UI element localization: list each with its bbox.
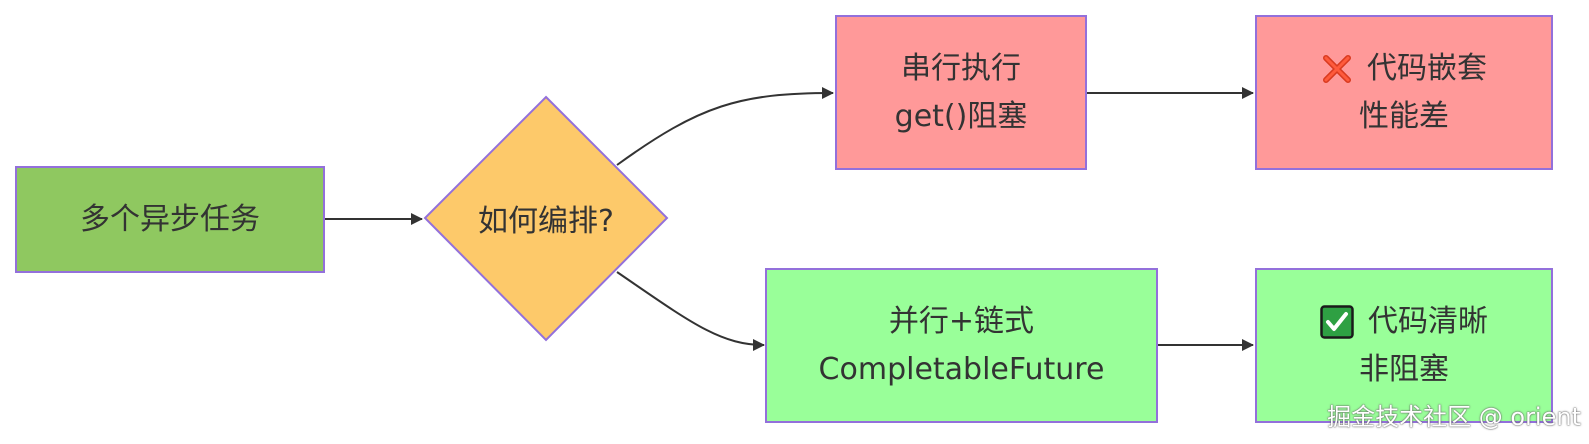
node-serial-execution: 串行执行 get()阻塞 xyxy=(835,15,1087,170)
node-label-line1: 代码嵌套 xyxy=(1367,50,1487,86)
node-label-line1: 代码清晰 xyxy=(1368,303,1488,339)
watermark: 掘金技术社区 @ orient xyxy=(1327,403,1581,431)
node-good-outcome: 代码清晰 非阻塞 xyxy=(1255,268,1553,423)
node-label-line2: 性能差 xyxy=(1359,98,1449,134)
edge-decision-to-serial xyxy=(616,87,834,166)
node-label-line1: 串行执行 xyxy=(901,50,1021,86)
node-parallel-chaining: 并行+链式 CompletableFuture xyxy=(765,268,1158,423)
decision-diamond xyxy=(423,95,669,342)
node-label-line1: 并行+链式 xyxy=(888,303,1035,339)
node-label: 多个异步任务 xyxy=(80,201,260,237)
cross-mark-icon xyxy=(1321,53,1353,85)
check-box-icon xyxy=(1320,304,1354,339)
node-multiple-async-tasks: 多个异步任务 xyxy=(15,166,325,273)
node-label-line2: 非阻塞 xyxy=(1359,351,1449,387)
node-label-line2: CompletableFuture xyxy=(818,351,1105,387)
edge-decision-to-parallel xyxy=(616,271,765,351)
node-label-line2: get()阻塞 xyxy=(894,98,1028,134)
node-bad-outcome: 代码嵌套 性能差 xyxy=(1255,15,1553,170)
decision-label: 如何编排? xyxy=(478,204,614,239)
